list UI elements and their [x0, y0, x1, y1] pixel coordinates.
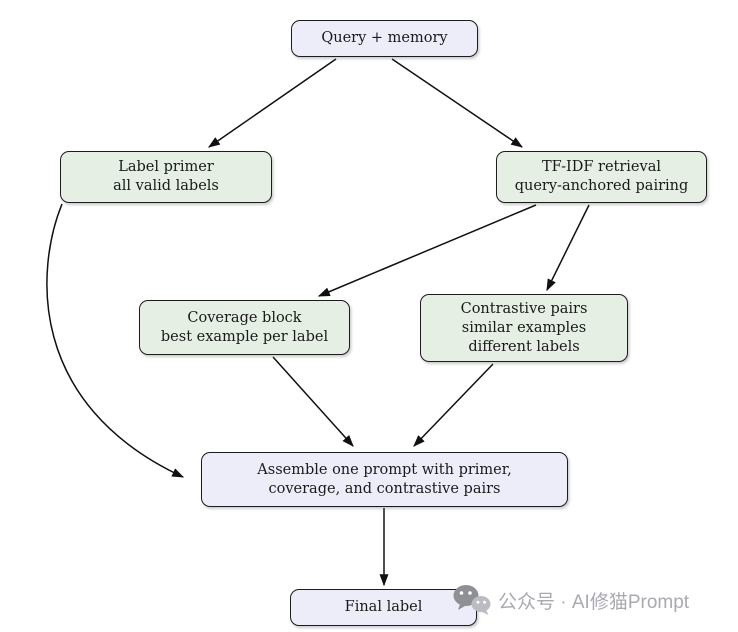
node-final-label: Final label: [290, 589, 477, 626]
arrow-tfidf-to-coverage: [317, 204, 537, 297]
node-label-primer: Label primer all valid labels: [60, 151, 272, 203]
node-tfidf-line2: query-anchored pairing: [514, 178, 689, 194]
node-contrastive-line2: similar examples: [461, 319, 587, 336]
node-contrastive-line1: Contrastive pairs: [460, 300, 588, 317]
node-contrastive-pairs: Contrastive pairs similar examples diffe…: [420, 294, 628, 362]
node-assemble-prompt: Assemble one prompt with primer, coverag…: [201, 452, 568, 507]
arrow-coverage-to-assemble: [272, 356, 354, 447]
wechat-icon: [453, 585, 491, 615]
arrow-tfidf-to-contrastive: [546, 204, 590, 292]
node-contrastive-line3: different labels: [468, 338, 580, 355]
node-coverage-line1: Coverage block: [187, 309, 302, 326]
watermark: 公众号 · AI修猫Prompt: [452, 584, 689, 616]
node-query-memory-label: Query + memory: [321, 30, 448, 46]
node-query-memory: Query + memory: [291, 20, 478, 57]
node-tfidf-line1: TF-IDF retrieval: [542, 159, 661, 175]
node-assemble-line2: coverage, and contrastive pairs: [268, 480, 501, 497]
node-label-primer-line1: Label primer: [118, 159, 214, 175]
watermark-text: 公众号 · AI修猫Prompt: [498, 591, 690, 613]
arrow-query-to-label-primer: [208, 58, 337, 148]
node-coverage-line2: best example per label: [160, 328, 329, 345]
arrow-contrastive-to-assemble: [413, 363, 494, 447]
node-assemble-line1: Assemble one prompt with primer,: [257, 461, 512, 478]
arrow-query-to-tfidf: [391, 58, 523, 148]
node-coverage-block: Coverage block best example per label: [139, 300, 350, 355]
node-final-label-text: Final label: [344, 599, 423, 615]
node-label-primer-line2: all valid labels: [113, 178, 219, 194]
node-tfidf-retrieval: TF-IDF retrieval query-anchored pairing: [496, 151, 707, 203]
